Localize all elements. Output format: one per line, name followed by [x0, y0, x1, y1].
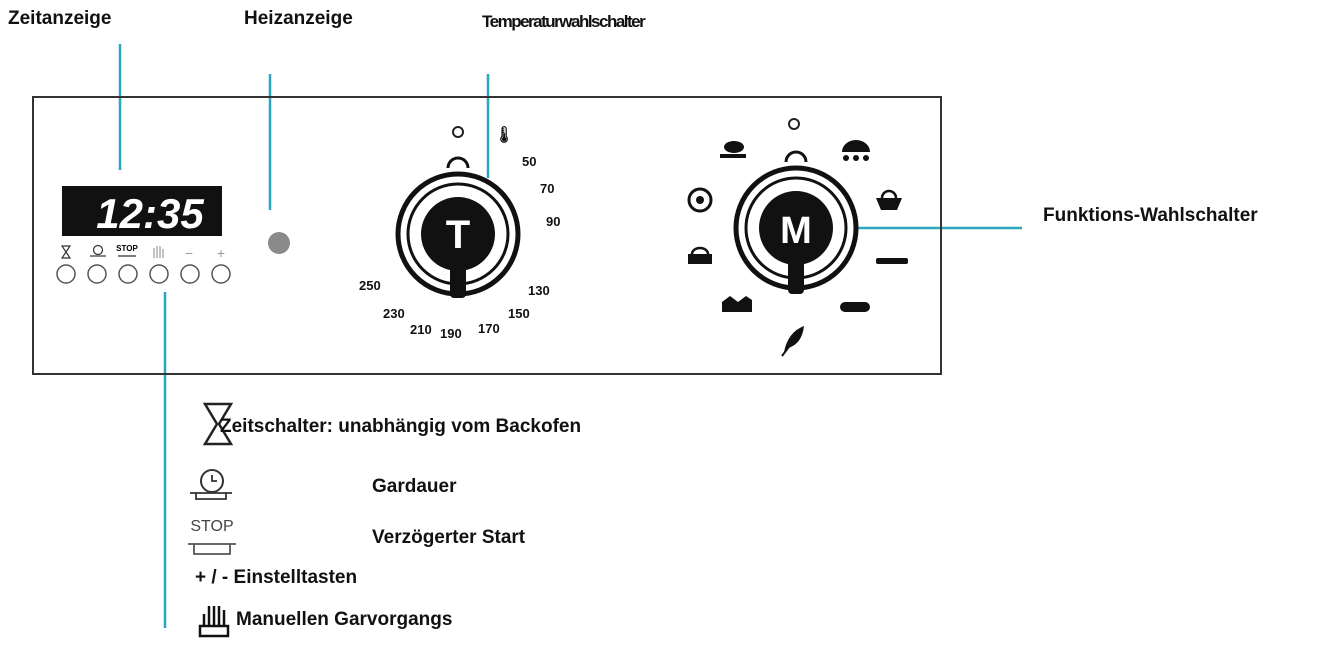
temperature-knob[interactable]: T — [395, 126, 521, 298]
temp-knob-letter: T — [446, 213, 470, 257]
legend-adjust: + / - Einstelltasten — [195, 567, 358, 588]
button-icons: STOP − + — [60, 244, 225, 261]
plus-button[interactable] — [211, 264, 231, 284]
grill-icon — [840, 302, 870, 312]
label-heat-indicator: Heizanzeige — [244, 8, 353, 29]
plus-icon: + — [217, 245, 225, 261]
temp-scale-130: 130 — [528, 283, 550, 298]
legend-clock-pot-icon — [190, 469, 232, 500]
legend-duration: Gardauer — [372, 476, 457, 497]
grill-fan-icon — [842, 140, 870, 161]
legend-tray-icon — [188, 543, 236, 555]
temp-scale-170: 170 — [478, 321, 500, 336]
temp-scale: 🌡 50 70 90 130 150 170 190 210 230 250 — [359, 125, 560, 341]
fan-icon — [687, 187, 713, 213]
legend-hourglass-icon — [202, 402, 234, 446]
time-display — [62, 186, 222, 236]
legend-manual: Manuellen Garvorgangs — [236, 609, 453, 630]
label-time-display: Zeitanzeige — [8, 8, 112, 29]
basket-icon — [876, 189, 902, 210]
legend-icons: STOP — [188, 402, 236, 638]
stop-icon: STOP — [116, 244, 138, 253]
minus-icon: − — [185, 245, 193, 261]
delayed-start-button[interactable] — [118, 264, 138, 284]
temp-scale-70: 70 — [540, 181, 554, 196]
legend-stop-icon: STOP — [190, 518, 233, 535]
temp-scale-210: 210 — [410, 322, 432, 337]
label-temp-selector: Temperaturwahlschalter — [482, 12, 646, 31]
minus-button[interactable] — [180, 264, 200, 284]
control-panel — [32, 96, 942, 375]
timer-button[interactable] — [56, 264, 76, 284]
clock-pot-icon — [90, 244, 106, 257]
thermometer-icon: 🌡 — [494, 125, 514, 144]
function-knob[interactable]: M — [733, 118, 859, 294]
manual-button[interactable] — [149, 264, 169, 284]
temp-scale-230: 230 — [383, 306, 405, 321]
legend-hand-icon — [198, 606, 230, 638]
duration-button[interactable] — [87, 264, 107, 284]
temp-scale-50: 50 — [522, 154, 536, 169]
temp-scale-150: 150 — [508, 306, 530, 321]
legend-timer: Zeitschalter: unabhängig vom Backofen — [220, 416, 582, 437]
bread-icon — [722, 296, 752, 312]
heating-element-icon — [876, 258, 908, 264]
function-knob-letter: M — [780, 210, 812, 252]
temp-scale-190: 190 — [440, 326, 462, 341]
temp-scale-250: 250 — [359, 278, 381, 293]
heat-indicator-light — [268, 232, 290, 254]
function-icons — [687, 140, 908, 357]
label-function-selector: Funktions-Wahlschalter — [1043, 205, 1258, 226]
hand-icon — [153, 246, 164, 258]
display-digits: 12:35 — [96, 190, 204, 237]
pot-icon — [688, 246, 712, 264]
temp-scale-90: 90 — [546, 214, 560, 229]
legend-delayed-start: Verzögerter Start — [372, 527, 526, 548]
hourglass-icon — [60, 245, 72, 259]
defrost-icon — [781, 326, 804, 357]
fish-icon — [720, 141, 746, 158]
